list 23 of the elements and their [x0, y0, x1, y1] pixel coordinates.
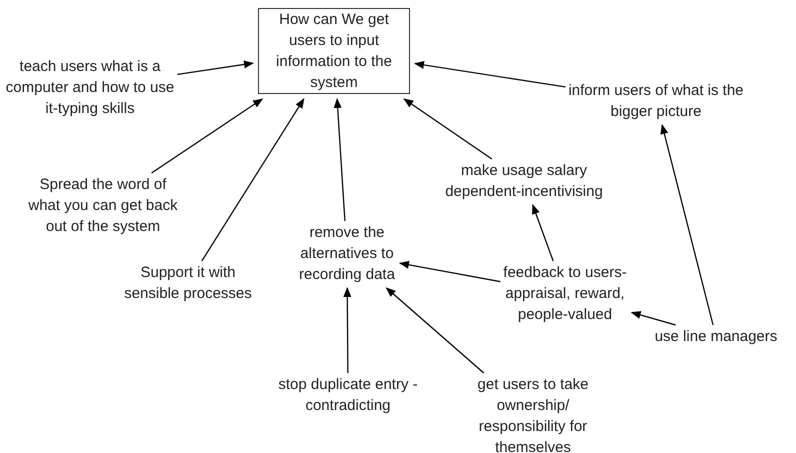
arrow: [177, 60, 254, 76]
arrow: [414, 61, 566, 88]
idea-text: inform users of what is the bigger picture: [568, 82, 744, 120]
arrow: [403, 98, 492, 160]
arrow: [386, 287, 484, 374]
arrow: [660, 124, 714, 326]
idea-text: Support it with sensible processes: [124, 264, 252, 302]
idea-text: remove the alternatives to recording data: [299, 224, 395, 283]
idea-text: use line managers: [654, 328, 778, 345]
idea-text: get users to take ownership/ responsibility for themselves: [478, 376, 588, 453]
idea-text: teach users what is a computer and how to use it-typing skills: [6, 58, 174, 117]
arrow: [398, 260, 500, 282]
idea-text: stop duplicate entry - contradicting: [278, 376, 418, 414]
arrow: [151, 98, 264, 174]
question-box: How can We get users to input information to the system: [258, 8, 410, 94]
arrow: [201, 98, 304, 262]
arrow: [630, 311, 676, 326]
idea-text: feedback to users-appraisal, reward, people-valued: [503, 264, 627, 323]
arrow: [532, 204, 554, 262]
arrow: [343, 287, 352, 373]
arrow: [334, 98, 346, 222]
idea-text: make usage salary dependent-incentivising: [445, 162, 603, 200]
idea-text: Spread the word of what you can get back out of the system: [28, 176, 178, 235]
